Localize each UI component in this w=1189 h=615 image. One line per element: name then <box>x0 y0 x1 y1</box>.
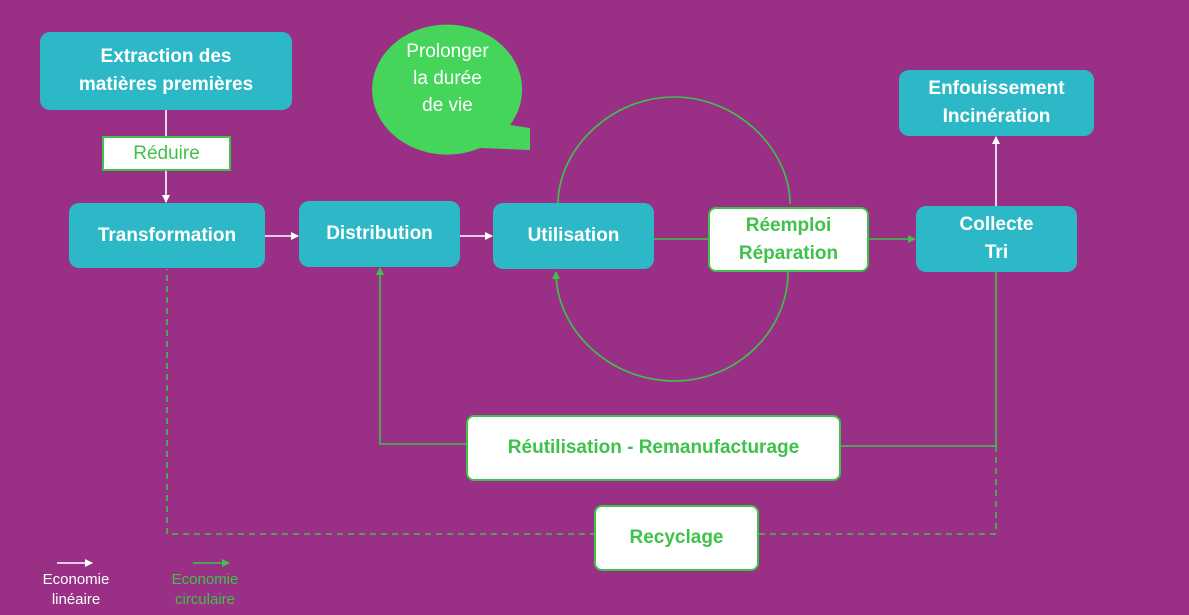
node-transformation: Transformation <box>69 203 265 268</box>
reemploi-loop-return <box>552 271 789 382</box>
node-distribution: Distribution <box>299 201 460 267</box>
node-recyclage: Recyclage <box>594 505 759 571</box>
node-utilisation: Utilisation <box>493 203 654 269</box>
legend-circular-label: Economie circulaire <box>171 571 239 608</box>
speech-bubble <box>372 24 530 155</box>
reemploi-loop <box>557 96 791 205</box>
recyclage-loop <box>166 269 997 535</box>
label-reduire: Réduire <box>102 136 231 171</box>
legend-linear-label: Economie linéaire <box>42 571 110 608</box>
node-reutilisation: Réutilisation - Remanufacturage <box>466 415 841 481</box>
bubble-prolonger-text: Prolonger la durée de vie <box>406 41 489 116</box>
